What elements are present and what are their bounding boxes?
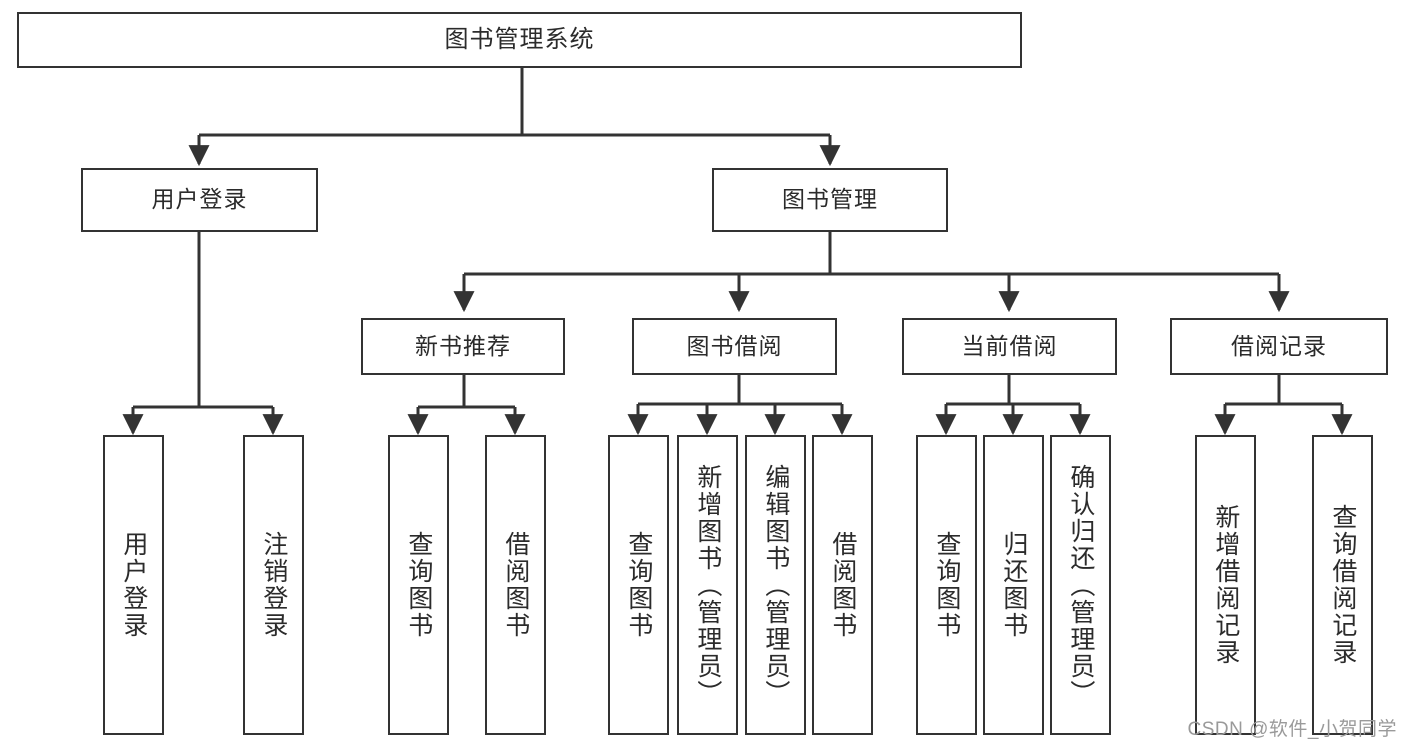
node-label: 查询借阅记录: [1328, 504, 1357, 666]
leaf-user-login-logout[interactable]: 注销登录: [243, 435, 304, 735]
node-label: 新书推荐: [415, 332, 511, 359]
leaf-current-confirm-return-admin[interactable]: 确认归还（管理员）: [1050, 435, 1111, 735]
node-label: 当前借阅: [961, 332, 1058, 359]
leaf-borrow-borrow-book[interactable]: 借阅图书: [812, 435, 873, 735]
node-label: 借阅图书: [501, 531, 530, 639]
leaf-borrow-query-book[interactable]: 查询图书: [608, 435, 669, 735]
node-label: 用户登录: [119, 531, 148, 639]
leaf-records-query-record[interactable]: 查询借阅记录: [1312, 435, 1373, 735]
leaf-new-book-query[interactable]: 查询图书: [388, 435, 449, 735]
node-label: 查询图书: [404, 531, 433, 639]
leaf-records-add-record[interactable]: 新增借阅记录: [1195, 435, 1256, 735]
leaf-new-book-borrow[interactable]: 借阅图书: [485, 435, 546, 735]
node-root-system[interactable]: 图书管理系统: [17, 12, 1022, 68]
node-current-borrow[interactable]: 当前借阅: [902, 318, 1117, 375]
node-label: 查询图书: [932, 531, 961, 639]
node-new-book-recommend[interactable]: 新书推荐: [361, 318, 565, 375]
node-label: 注销登录: [259, 531, 288, 639]
node-label: 借阅记录: [1231, 332, 1327, 359]
node-label: 编辑图书（管理员）: [761, 463, 790, 707]
leaf-borrow-edit-book-admin[interactable]: 编辑图书（管理员）: [745, 435, 806, 735]
node-label: 图书管理: [782, 186, 878, 213]
leaf-current-query-book[interactable]: 查询图书: [916, 435, 977, 735]
node-book-management[interactable]: 图书管理: [712, 168, 948, 232]
leaf-user-login-login[interactable]: 用户登录: [103, 435, 164, 735]
node-label: 新增借阅记录: [1211, 504, 1240, 666]
node-label: 借阅图书: [828, 531, 857, 639]
watermark-text: CSDN @软件_小贺同学: [1187, 719, 1397, 740]
leaf-current-return-book[interactable]: 归还图书: [983, 435, 1044, 735]
node-label: 用户登录: [151, 186, 248, 213]
node-label: 图书借阅: [686, 332, 783, 359]
node-book-borrow[interactable]: 图书借阅: [632, 318, 837, 375]
node-label: 确认归还（管理员）: [1066, 463, 1095, 707]
node-borrow-records[interactable]: 借阅记录: [1170, 318, 1388, 375]
node-user-login[interactable]: 用户登录: [81, 168, 318, 232]
node-label: 新增图书（管理员）: [693, 463, 722, 707]
leaf-borrow-add-book-admin[interactable]: 新增图书（管理员）: [677, 435, 738, 735]
node-label: 归还图书: [999, 531, 1028, 639]
node-label: 图书管理系统: [444, 25, 595, 53]
node-label: 查询图书: [624, 531, 653, 639]
